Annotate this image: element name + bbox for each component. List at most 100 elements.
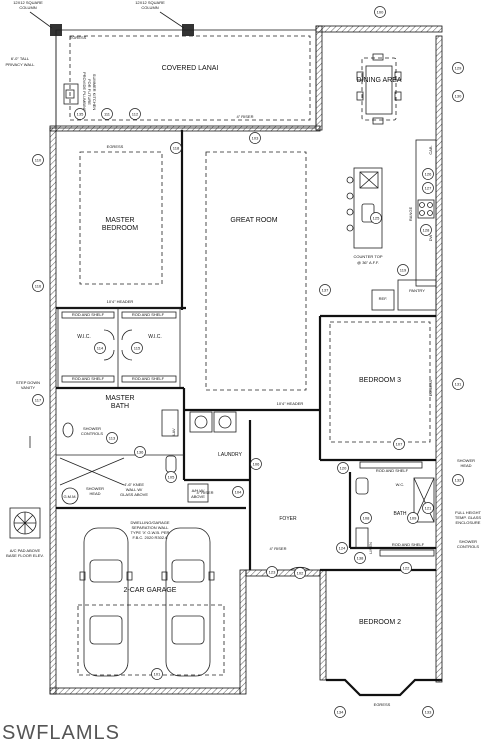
tag-133: 133 [422,706,434,718]
label-knee-wall-1: 4'-6" KNEE [124,482,144,487]
label-rod-shelf-6: ROD AND SHELF [392,542,425,547]
label-pantry: PANTRY [409,288,425,293]
car-icon-left [79,527,133,677]
svg-text:123: 123 [269,570,276,575]
label-ah-wh: A/H W/ [192,488,206,493]
label-master-bath-2: BATH [111,403,129,410]
label-garage: 2-CAR GARAGE [124,587,177,594]
label-dining-area: DINING AREA [356,77,401,84]
label-rod-shelf-2: ROD AND SHELF [132,312,165,317]
label-master-2: BEDROOM [102,225,138,232]
label-privacy-1: 6'-0" TALL [11,56,30,61]
kitchen: COUNTER TOP @ 36" A.F.F. RANGE CAB. DW P… [346,139,437,311]
svg-text:124: 124 [339,546,346,551]
label-shower-controls-4: CONTROLS [457,544,480,549]
tag-111: 111 [101,108,113,120]
svg-text:127: 127 [425,186,432,191]
hall-bath: W.C. BATH SHOWER HEAD FULL HEIGHT TEMP. … [348,458,481,557]
label-separation-3: TYPE 'X' G.W.B. PER [131,530,170,535]
label-riser-lanai: 4" RISER [237,114,254,119]
label-full-height-1: FULL HEIGHT [455,510,481,515]
bedroom-2: BEDROOM 2 EGRESS [320,568,436,707]
svg-text:116: 116 [35,284,42,289]
svg-text:129: 129 [455,66,462,71]
label-master-1: MASTER [105,217,134,224]
tag-102: 102 [294,567,306,579]
svg-text:122: 122 [403,566,410,571]
tag-104: 104 [232,486,244,498]
label-shower-controls-2: CONTROLS [81,431,104,436]
label-knee-wall-2: WALL W/ [126,487,143,492]
tag-107: 107 [393,438,405,450]
svg-text:112: 112 [132,112,139,117]
tag-126: 126 [422,168,434,180]
label-shower-head-1: SHOWER [86,486,104,491]
tag-118: 118 [170,142,182,154]
svg-text:109: 109 [410,516,417,521]
tag-135: 135 [74,108,86,120]
svg-text:138: 138 [357,556,364,561]
label-bedroom-2: BEDROOM 2 [359,619,401,626]
label-master-bath-1: MASTER [105,395,134,402]
great-room: GREAT ROOM [205,151,307,391]
label-column-left-1: 12X12 SQUARE [13,0,43,5]
svg-text:128: 128 [423,228,430,233]
label-laundry: LAUNDRY [218,452,242,458]
svg-text:108: 108 [363,516,370,521]
master-bedroom: MASTER BEDROOM 10'4" HEADER [56,130,186,310]
tag-123: 123 [266,566,278,578]
svg-text:132: 132 [455,478,462,483]
car-icon-right [161,527,215,677]
tag-100: 100 [374,6,386,18]
label-full-height-3: ENCLOSURE [456,520,481,525]
tag-121: 121 [422,502,434,514]
svg-text:134: 134 [337,710,344,715]
svg-text:130: 130 [455,94,462,99]
label-great-room: GREAT ROOM [230,217,277,224]
label-linen: LINEN [368,542,373,554]
garage: 2-CAR GARAGE DWELLING/GARAGE SEPARATION … [56,487,246,677]
label-gmm: G.M.M. [63,494,76,499]
svg-text:137: 137 [322,288,329,293]
label-full-height-2: TEMP. GLASS [455,515,481,520]
label-step-down-2: VANITY [21,385,35,390]
label-separation-2: SEPARATION WALL [131,525,169,530]
ac-pad: A/C PAD ABOVE BASE FLOOR ELEV. [6,507,44,558]
svg-text:135: 135 [77,112,84,117]
svg-text:136: 136 [137,450,144,455]
label-rod-shelf-5: ROD AND SHELF [376,468,409,473]
svg-text:102: 102 [297,571,304,576]
label-header-laundry: 10'4" HEADER [277,401,304,406]
label-cab: CAB. [428,145,433,154]
bedroom-3: BEDROOM 3 EGRESS ROD AND SHELF [318,314,436,473]
tag-112: 112 [129,108,141,120]
label-step-down-1: STEP DOWN [16,380,40,385]
label-shower-head-4: HEAD [460,463,471,468]
label-wic-left: W.I.C. [77,334,91,340]
label-rod-shelf-4: ROD AND SHELF [132,376,165,381]
label-knee-wall-3: GLASS ABOVE [120,492,148,497]
tag-109: 109 [407,512,419,524]
exterior-walls [49,24,443,697]
label-shower-head-3: SHOWER [457,458,475,463]
tag-132: 132 [452,474,464,486]
laundry: LAUNDRY 10'4" HEADER A/H W/ ABOVE 4" RIS… [184,401,320,503]
label-covered-lanai: COVERED LANAI [162,65,219,72]
label-egress-bottom: EGRESS [374,702,391,707]
dining-area: DINING AREA [356,53,402,125]
tag-113: 113 [106,432,118,444]
label-bath: BATH [394,511,407,517]
tag-103: 103 [249,132,261,144]
svg-text:106: 106 [253,462,260,467]
svg-text:101: 101 [154,672,161,677]
tag-134: 134 [334,706,346,718]
label-ac-pad-1: A/C PAD ABOVE [10,548,41,553]
svg-text:120: 120 [340,466,347,471]
label-column-right-2: COLUMN [141,5,158,10]
svg-text:131: 131 [455,382,462,387]
svg-text:111: 111 [104,112,111,117]
label-summer-kitchen-1: PROVIDE PLUMBING [82,72,87,112]
svg-text:118: 118 [173,146,180,151]
tag-127: 127 [422,182,434,194]
